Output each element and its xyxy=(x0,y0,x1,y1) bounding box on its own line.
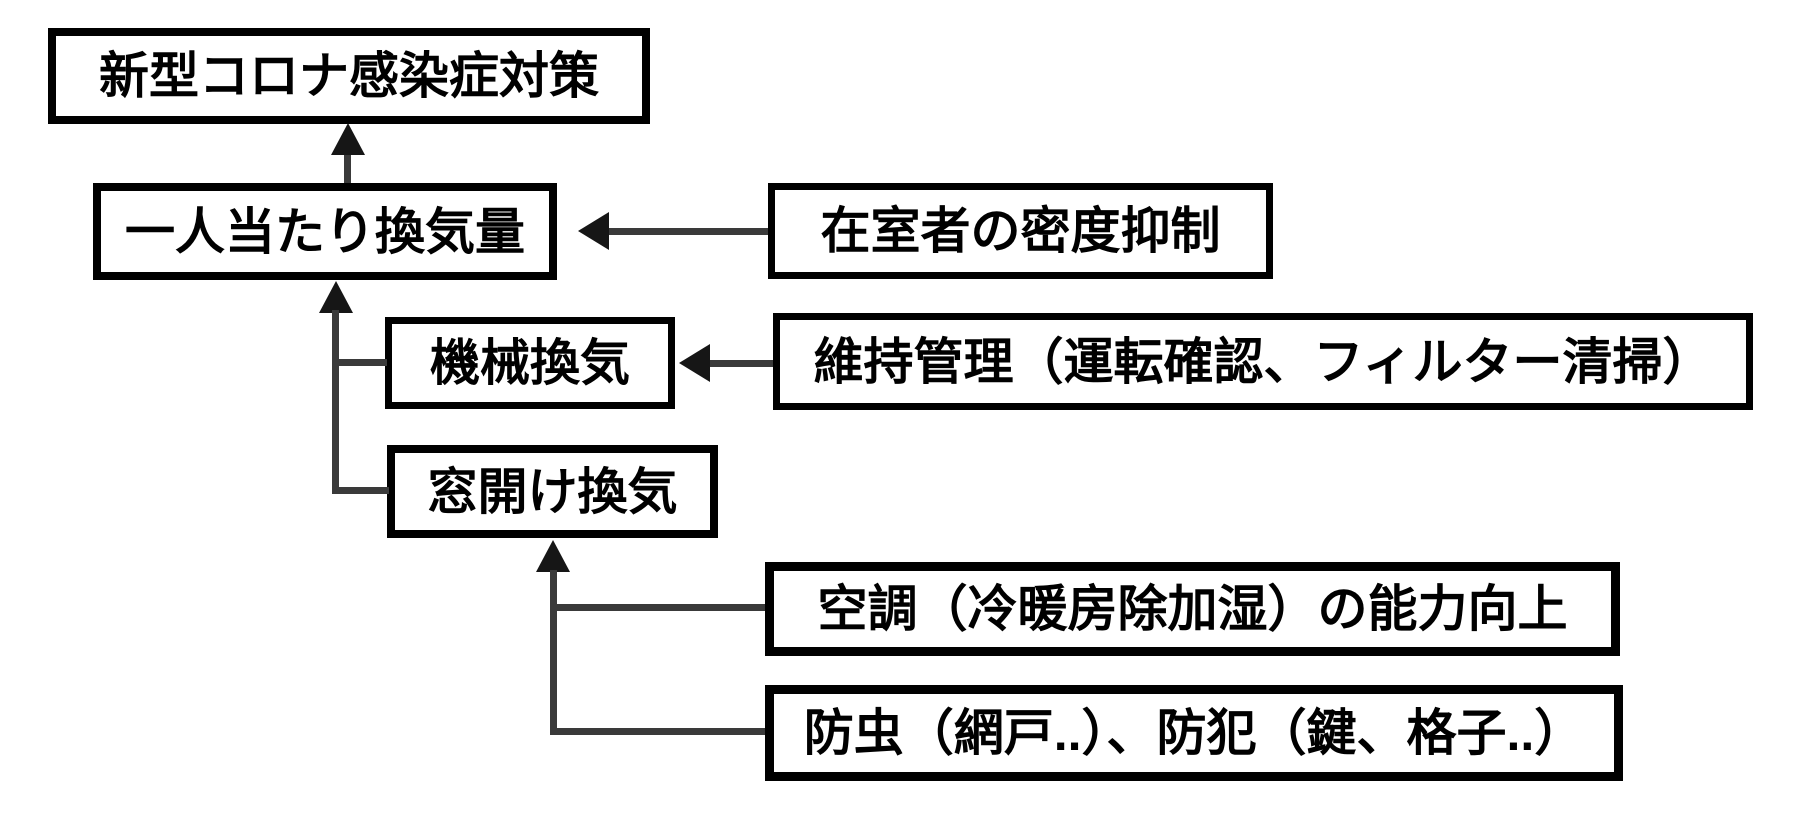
arrowhead-left-mechanical-icon xyxy=(679,344,710,382)
arrowhead-up-window-icon xyxy=(536,540,570,572)
node-covid-countermeasures: 新型コロナ感染症対策 xyxy=(48,28,650,124)
arrowhead-up-covid-icon xyxy=(331,123,365,155)
node-occupant-density-control: 在室者の密度抑制 xyxy=(768,183,1273,279)
node-ventilation-per-person: 一人当たり換気量 xyxy=(93,183,557,280)
node-insect-crime-prevention: 防虫（網戸..）、防犯（鍵、格子..） xyxy=(765,685,1623,781)
arrowhead-up-vent-icon xyxy=(319,281,353,313)
connector-trunk-lower-vertical xyxy=(550,570,557,735)
connector-vent-to-covid-stem xyxy=(344,155,351,183)
connector-trunk-left-vertical xyxy=(332,310,339,494)
arrowhead-left-vent-icon xyxy=(578,212,609,250)
node-maintenance: 維持管理（運転確認、フィルター清掃） xyxy=(773,313,1753,410)
node-mechanical-ventilation: 機械換気 xyxy=(385,317,675,409)
connector-branch-pest xyxy=(550,728,765,735)
connector-branch-window xyxy=(332,487,389,494)
node-window-ventilation: 窓開け換気 xyxy=(387,445,718,538)
connector-branch-mechanical xyxy=(332,359,387,366)
connector-density-to-vent xyxy=(606,228,768,235)
connector-maintenance-to-mechanical xyxy=(707,360,773,367)
node-aircon-capacity: 空調（冷暖房除加湿）の能力向上 xyxy=(765,562,1620,656)
connector-branch-aircon xyxy=(550,604,765,611)
